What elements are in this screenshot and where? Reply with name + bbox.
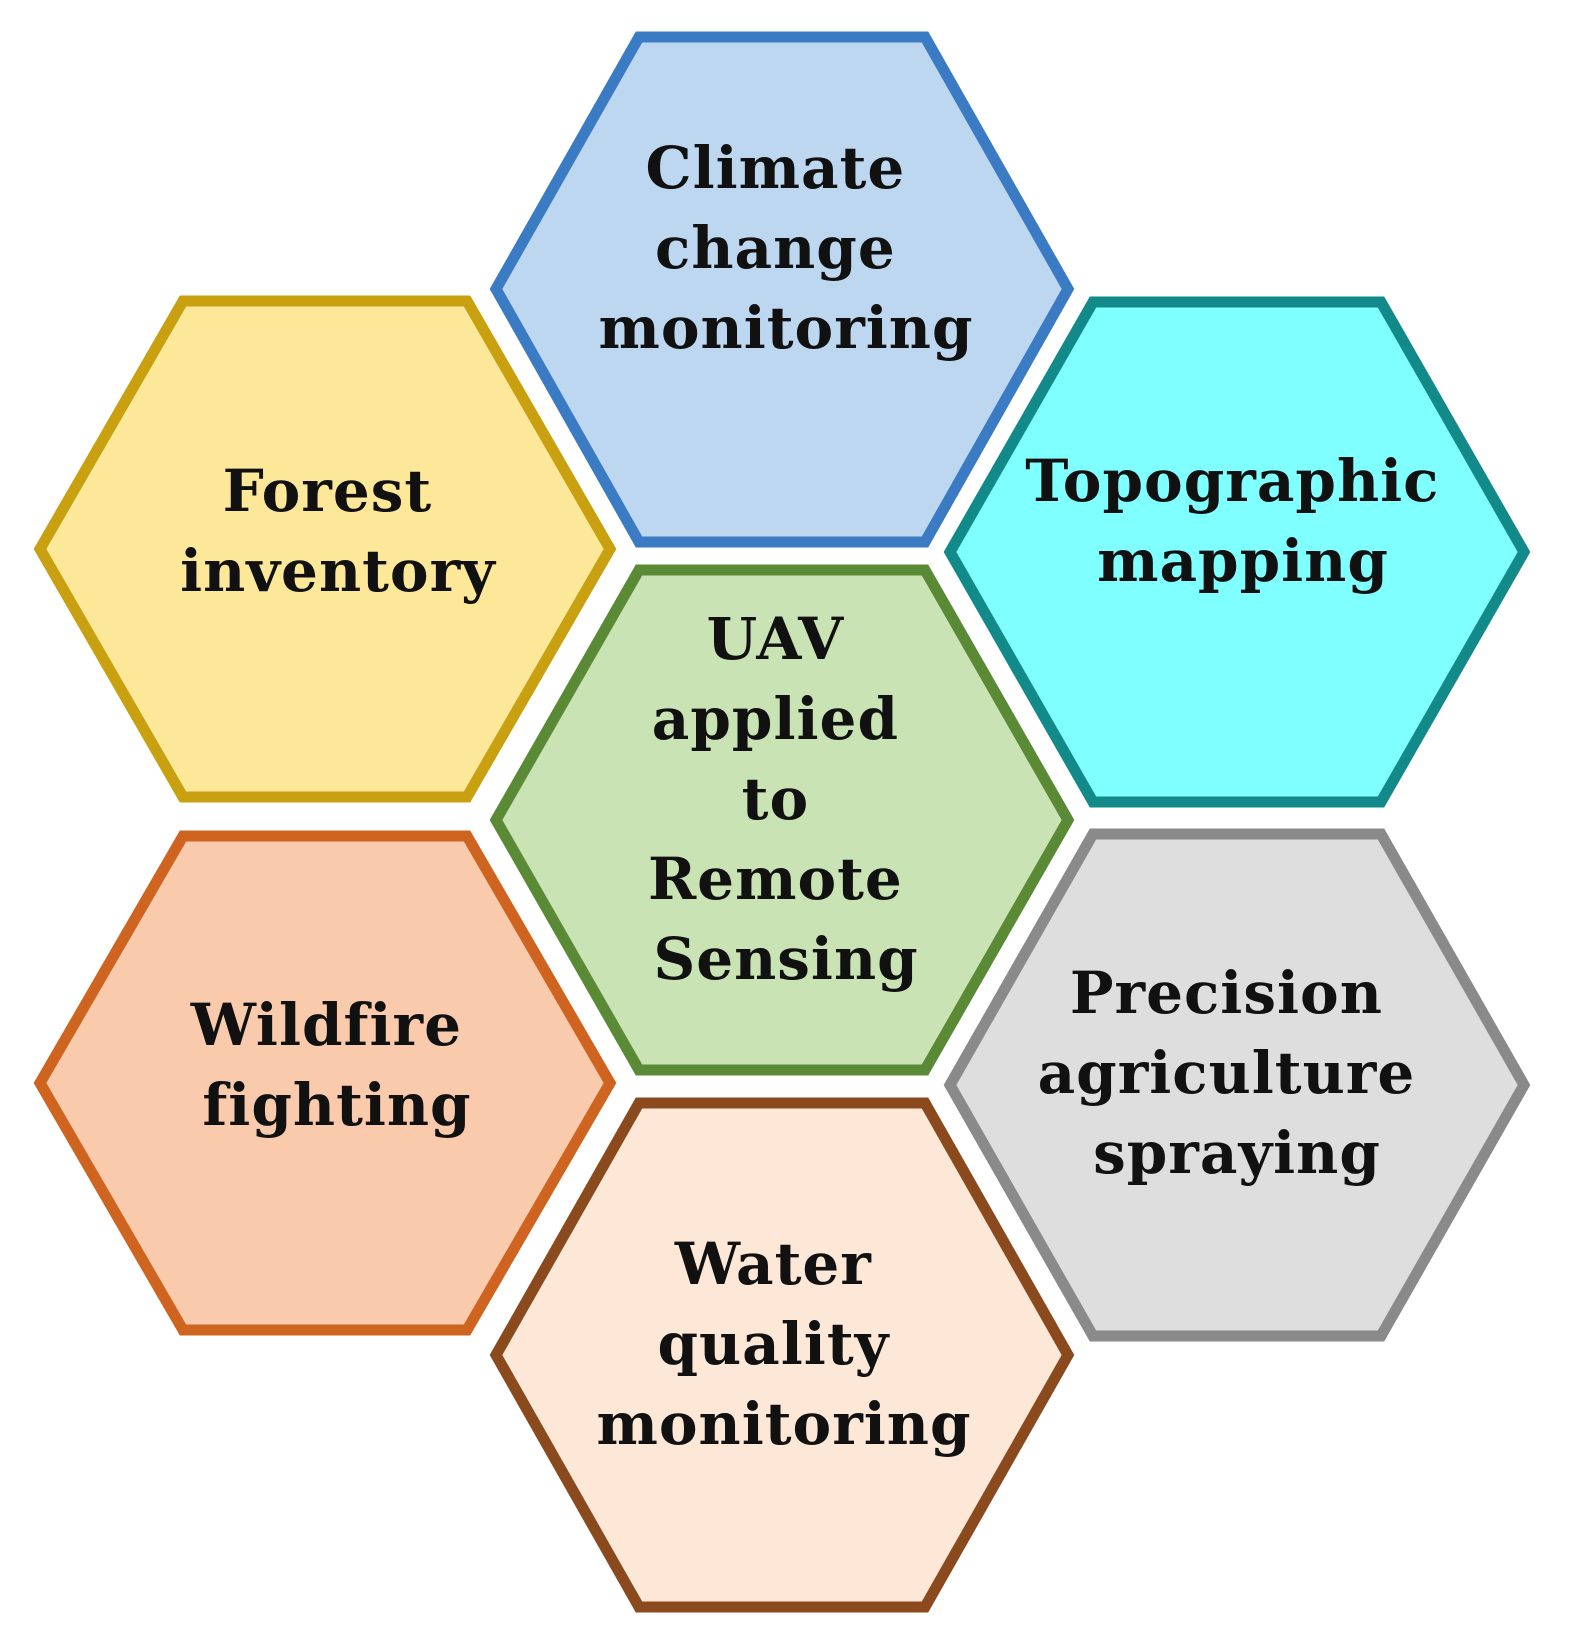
hex-center-label: UAV applied to Remote Sensing	[648, 605, 924, 993]
hex-precision-shape	[943, 828, 1531, 1342]
hex-climate-label: Climate change monitoring	[598, 134, 973, 362]
hex-water-shape	[489, 1097, 1075, 1613]
hex-climate-line: monitoring	[598, 294, 973, 362]
hex-topographic-shape	[943, 296, 1531, 808]
hex-forest-inventory: Forest inventory	[33, 295, 617, 803]
hex-center-shape	[489, 564, 1075, 1076]
hex-wildfire-line: Wildfire	[190, 991, 462, 1059]
hex-precision-line: agriculture	[1038, 1039, 1416, 1107]
hex-center-line: Sensing	[653, 925, 918, 993]
hex-water-line: monitoring	[596, 1390, 971, 1458]
hex-center-line: Remote	[648, 845, 903, 913]
hex-wildfire-fighting: Wildfire fighting	[33, 830, 617, 1336]
hex-climate-line: Climate	[645, 134, 905, 202]
hex-center-line: applied	[652, 685, 899, 753]
hex-wildfire-shape	[33, 830, 617, 1336]
hex-climate-line: change	[655, 214, 896, 282]
hex-forest-shape	[33, 295, 617, 803]
hex-precision-line: Precision	[1070, 959, 1383, 1027]
hex-topographic-mapping: Topographic mapping	[943, 296, 1531, 808]
hex-center-uav: UAV applied to Remote Sensing	[489, 564, 1075, 1076]
hex-wildfire-line: fighting	[202, 1071, 471, 1139]
hex-climate-change: Climate change monitoring	[489, 31, 1075, 548]
hex-forest-line: inventory	[180, 537, 497, 605]
hex-forest-line: Forest	[223, 457, 433, 525]
hex-wildfire-label: Wildfire fighting	[190, 991, 483, 1139]
hex-topographic-line: mapping	[1097, 527, 1389, 595]
hex-precision-label: Precision agriculture spraying	[1038, 959, 1437, 1187]
hex-topographic-line: Topographic	[1025, 447, 1439, 515]
hex-climate-shape	[489, 31, 1075, 548]
hex-topographic-label: Topographic mapping	[1025, 447, 1460, 595]
hex-center-line: to	[742, 765, 809, 833]
hex-water-quality: Water quality monitoring	[489, 1097, 1075, 1613]
hex-water-line: quality	[657, 1310, 890, 1378]
hex-water-label: Water quality monitoring	[596, 1230, 971, 1458]
hex-forest-label: Forest inventory	[180, 457, 497, 605]
hex-precision-agriculture: Precision agriculture spraying	[943, 828, 1531, 1342]
hex-water-line: Water	[674, 1230, 872, 1298]
hex-center-line: UAV	[707, 605, 845, 673]
hex-precision-line: spraying	[1093, 1119, 1381, 1187]
